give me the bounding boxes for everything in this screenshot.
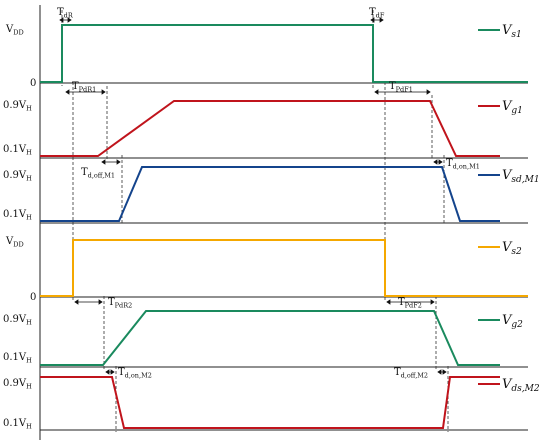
legend-vsd-m1: Vsd,M1 — [478, 168, 540, 185]
waveform-vs2 — [40, 239, 528, 297]
legend-vg2: Vg2 — [478, 313, 523, 330]
ylabel-vsd-m1-low: 0.1VH — [3, 209, 32, 222]
ylabel-vg2-low: 0.1VH — [3, 352, 32, 365]
waveform-vsd-m1 — [40, 166, 500, 222]
ylabel-vs2-high: VDD — [5, 236, 24, 249]
arrowhead — [426, 89, 431, 95]
arrowhead — [116, 159, 121, 165]
legend-label-vg2: Vg2 — [502, 313, 523, 330]
arrowhead — [101, 89, 106, 95]
legend-label-vg1: Vg1 — [502, 99, 523, 116]
arrowhead — [110, 369, 115, 375]
waveform-vg2 — [40, 310, 500, 366]
arrowhead — [374, 89, 379, 95]
timing-label-tpdf2: TPdF2 — [398, 297, 422, 310]
timing-label-tpdr1: TPdR1 — [72, 81, 96, 94]
arrowhead — [101, 159, 106, 165]
ylabel-vg1-high: 0.9VH — [3, 100, 32, 113]
timing-label-tdf: TdF — [369, 7, 385, 20]
waveform-vds-m2 — [40, 376, 500, 429]
arrowhead — [105, 369, 110, 375]
arrowhead — [74, 299, 79, 305]
arrowhead — [379, 17, 384, 23]
arrowhead — [433, 159, 438, 165]
timing-label-tdoffm1: Td,off,M1 — [81, 167, 115, 180]
baselines — [40, 82, 528, 431]
arrowhead — [65, 89, 70, 95]
legend-vg1: Vg1 — [478, 99, 523, 116]
ylabel-vs1-high: VDD — [5, 24, 24, 37]
waveform-vg1 — [40, 100, 500, 157]
legend-vs1: Vs1 — [478, 23, 522, 40]
timing-label-tdonm1: Td,on,M1 — [446, 158, 480, 171]
arrowhead — [98, 299, 103, 305]
arrowhead — [437, 369, 442, 375]
ylabel-vg1-low: 0.1VH — [3, 144, 32, 157]
waveform-vs1 — [40, 24, 528, 83]
ylabel-vg2-high: 0.9VH — [3, 314, 32, 327]
arrowhead — [386, 299, 391, 305]
legend-label-vds-m2: Vds,M2 — [502, 377, 540, 394]
ylabel-vds-m2-low: 0.1VH — [3, 418, 32, 431]
legend-label-vsd-m1: Vsd,M1 — [502, 168, 540, 185]
legend-label-vs2: Vs2 — [502, 240, 522, 257]
timing-arrows — [59, 17, 447, 375]
arrowhead — [442, 369, 447, 375]
ylabel-vs1-low: 0 — [30, 78, 36, 89]
ylabel-vsd-m1-high: 0.9VH — [3, 170, 32, 183]
timing-label-tdonm2: Td,on,M2 — [118, 367, 152, 380]
timing-label-tdoffm2: Td,off,M2 — [394, 367, 428, 380]
timing-label-tpdf1: TPdF1 — [389, 81, 413, 94]
arrowhead — [370, 17, 375, 23]
legend-vds-m2: Vds,M2 — [478, 377, 540, 394]
ylabel-vs2-low: 0 — [30, 292, 36, 303]
arrowhead — [438, 159, 443, 165]
ylabel-vds-m2-high: 0.9VH — [3, 378, 32, 391]
timing-label-tpdr2: TPdR2 — [108, 297, 132, 310]
arrowhead — [59, 17, 64, 23]
legend-label-vs1: Vs1 — [502, 23, 522, 40]
arrowhead — [67, 17, 72, 23]
legend-vs2: Vs2 — [478, 240, 522, 257]
timing-label-tdr: TdR — [57, 7, 74, 20]
arrowhead — [430, 299, 435, 305]
